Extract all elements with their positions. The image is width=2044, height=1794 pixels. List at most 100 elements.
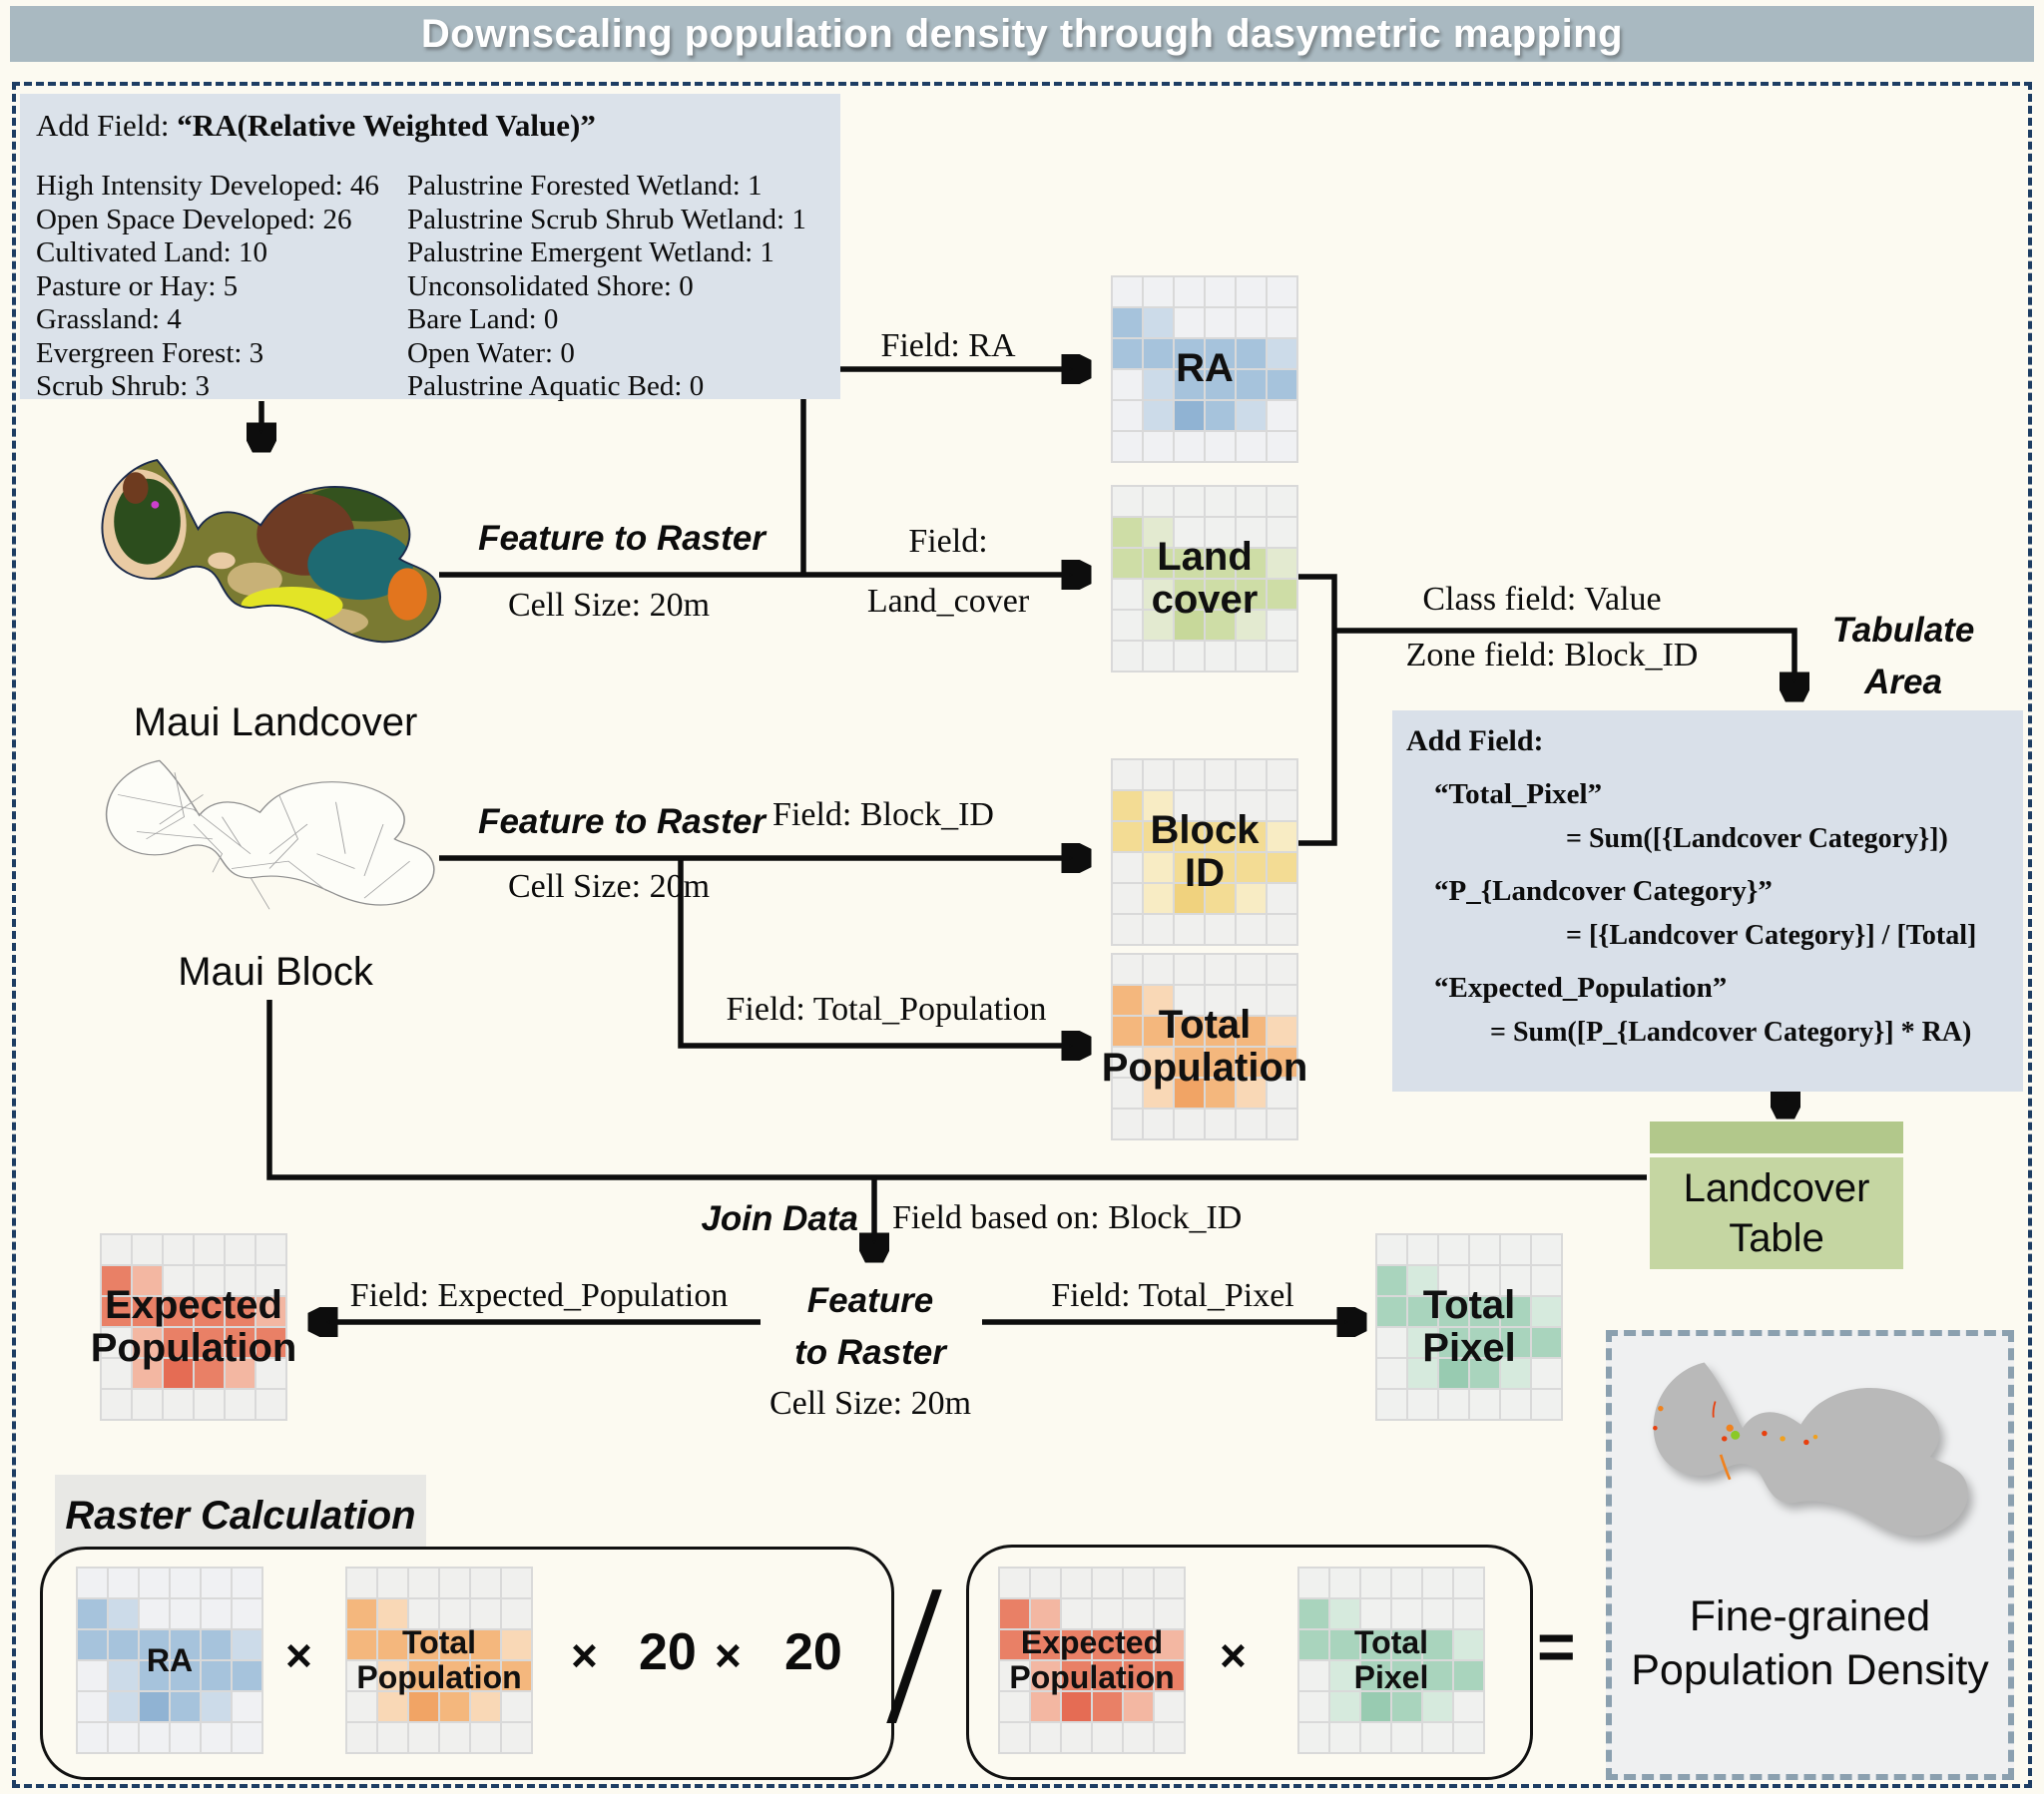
raster-cell — [133, 1328, 162, 1357]
raster-cell — [1144, 986, 1173, 1015]
raster-cell — [133, 1359, 162, 1388]
raster-cell — [1423, 1569, 1452, 1597]
ra-weights-columns: High Intensity Developed: 46 Open Space … — [36, 170, 826, 404]
raster-cell — [1144, 1110, 1173, 1138]
feature-to-raster-label-3-line2: to Raster — [794, 1333, 946, 1372]
raster-cell — [1439, 1297, 1468, 1326]
raster-cell — [1268, 580, 1296, 609]
raster-cell — [1113, 642, 1142, 671]
raster-cell — [1268, 370, 1296, 399]
raster-cell — [1237, 432, 1266, 461]
raster-cell — [1454, 1569, 1483, 1597]
raster-cell — [409, 1692, 438, 1721]
raster-cell — [1113, 822, 1142, 851]
raster-cell — [1470, 1297, 1499, 1326]
raster-cell — [1031, 1569, 1060, 1597]
raster-cell — [1268, 642, 1296, 671]
raster-cell — [1361, 1661, 1390, 1690]
raster-cell — [1532, 1297, 1561, 1326]
raster-cell — [1330, 1661, 1359, 1690]
raster-cell — [171, 1692, 200, 1721]
field-p-landcover-formula: = [{Landcover Category}] / [Total] — [1566, 920, 1977, 951]
raster-cell — [1175, 370, 1204, 399]
raster-cell — [1237, 955, 1266, 984]
raster-cell — [1144, 853, 1173, 882]
raster-cell — [1392, 1661, 1421, 1690]
raster-cell — [78, 1630, 107, 1659]
raster-cell — [1361, 1723, 1390, 1752]
raster-cell — [164, 1328, 193, 1357]
raster-cell — [256, 1266, 285, 1295]
weight-item: Unconsolidated Shore: 0 — [407, 269, 694, 302]
raster-cell — [1237, 339, 1266, 368]
raster-cell — [133, 1235, 162, 1264]
raster-cell — [171, 1599, 200, 1628]
raster-cell — [1268, 1079, 1296, 1108]
title-bar: Downscaling population density through d… — [10, 6, 2034, 62]
raster-cell — [378, 1723, 407, 1752]
raster-cell — [1237, 642, 1266, 671]
raster-cell — [1206, 1017, 1235, 1046]
raster-cell — [1237, 1017, 1266, 1046]
raster-cell — [133, 1266, 162, 1295]
raster-cell — [502, 1723, 531, 1752]
field-expected-population-formula: = Sum([P_{Landcover Category}] * RA) — [1490, 1017, 1972, 1048]
raster-cell — [1093, 1569, 1122, 1597]
raster-cell — [1124, 1599, 1153, 1628]
raster-cells — [100, 1233, 287, 1421]
raster-cell — [1237, 1048, 1266, 1077]
landcover-table-label-line2: Table — [1729, 1216, 1824, 1260]
landcover-table: Landcover Table — [1650, 1121, 1903, 1269]
weight-item: Palustrine Scrub Shrub Wetland: 1 — [407, 203, 806, 235]
raster-cell — [502, 1630, 531, 1659]
ra-raster-grid: RA — [1111, 275, 1298, 463]
field-ra-label: Field: RA — [880, 327, 1016, 364]
raster-cell — [1423, 1630, 1452, 1659]
raster-cell — [195, 1266, 224, 1295]
raster-cell — [1175, 955, 1204, 984]
raster-cell — [471, 1692, 500, 1721]
raster-cell — [1392, 1692, 1421, 1721]
raster-cell — [1062, 1723, 1091, 1752]
weight-item: Bare Land: 0 — [407, 303, 559, 335]
raster-cell — [1454, 1630, 1483, 1659]
raster-cell — [1361, 1630, 1390, 1659]
weight-item: Open Water: 0 — [407, 336, 575, 369]
raster-cell — [378, 1630, 407, 1659]
raster-cell — [1113, 611, 1142, 640]
raster-cell — [1532, 1359, 1561, 1388]
raster-cell — [1113, 884, 1142, 913]
raster-cell — [195, 1235, 224, 1264]
raster-cell — [1113, 339, 1142, 368]
raster-cell — [102, 1359, 131, 1388]
raster-cell — [202, 1569, 231, 1597]
raster-cell — [1423, 1723, 1452, 1752]
raster-cell — [1470, 1390, 1499, 1419]
raster-cell — [440, 1723, 469, 1752]
raster-cell — [1155, 1692, 1184, 1721]
raster-cells — [1297, 1567, 1485, 1754]
raster-cell — [1423, 1661, 1452, 1690]
field-total-pixel-name: “Total_Pixel” — [1434, 778, 1603, 810]
raster-cell — [1206, 760, 1235, 789]
feature-to-raster-label-1: Feature to Raster — [478, 519, 766, 558]
raster-cell — [378, 1692, 407, 1721]
raster-cell — [1175, 1079, 1204, 1108]
raster-cell — [1144, 277, 1173, 306]
raster-cell — [1392, 1630, 1421, 1659]
raster-cell — [1206, 339, 1235, 368]
equals-sign: = — [1537, 1609, 1576, 1683]
raster-cell — [171, 1630, 200, 1659]
raster-cell — [1175, 1048, 1204, 1077]
raster-calculation-title: Raster Calculation — [55, 1475, 426, 1557]
raster-cell — [1124, 1692, 1153, 1721]
raster-cell — [195, 1390, 224, 1419]
raster-cell — [1113, 580, 1142, 609]
raster-cell — [1144, 580, 1173, 609]
raster-cell — [256, 1235, 285, 1264]
raster-cell — [1113, 1048, 1142, 1077]
